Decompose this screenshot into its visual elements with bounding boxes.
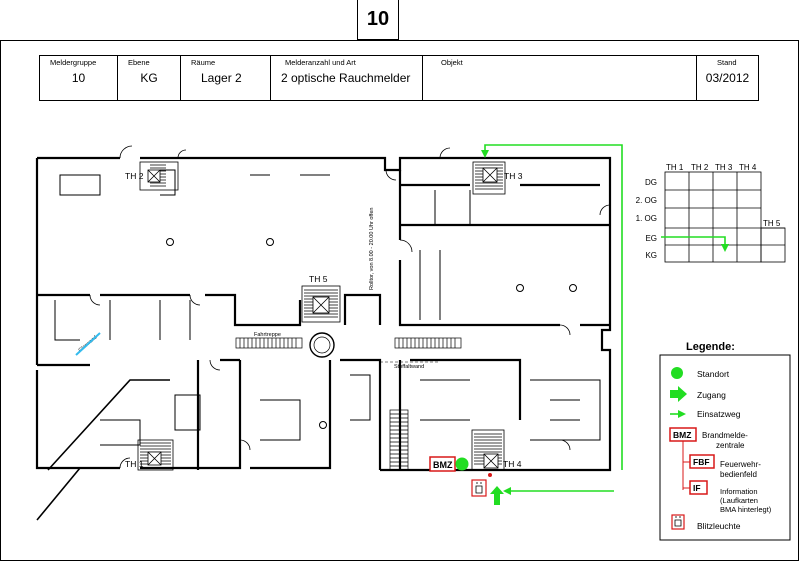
legend-bmz-text-1: Brandmelde- xyxy=(702,431,748,440)
legend: Legende: Standort Zugang Einsatzweg BMZ … xyxy=(659,341,791,541)
header-cell-stand: Stand 03/2012 xyxy=(697,56,758,100)
legend-if-text-2: (Laufkarten xyxy=(720,496,758,505)
legend-fbf-text-1: Feuerwehr- xyxy=(720,460,761,469)
legend-blitz-box xyxy=(671,514,685,530)
row-2og: 2. OG xyxy=(636,196,657,205)
header-cell-raeume: Räume Lager 2 xyxy=(181,56,271,100)
fbf-dot xyxy=(488,473,492,477)
label-fahrtreppe: Fahrtreppe xyxy=(254,332,281,338)
label-th3: TH 3 xyxy=(504,171,523,181)
raeume-value: Lager 2 xyxy=(201,71,242,85)
legend-fbf-badge-box xyxy=(689,454,715,469)
label-th5: TH 5 xyxy=(309,274,328,284)
floor-table-route xyxy=(661,236,729,252)
header-cell-melderanzahl: Melderanzahl und Art 2 optische Rauchmel… xyxy=(271,56,423,100)
col-th2: TH 2 xyxy=(691,163,709,172)
legend-if-text-1: Information xyxy=(720,487,758,496)
label-stoffaltwand: Stoffaltwand xyxy=(394,364,424,370)
standort-marker xyxy=(455,457,469,471)
legend-blitzleuchte: Blitzleuchte xyxy=(697,521,741,531)
header-cell-objekt: Objekt xyxy=(423,56,697,100)
meldergruppe-label: Meldergruppe xyxy=(50,58,97,67)
stair-th4 xyxy=(471,429,505,471)
col-th1: TH 1 xyxy=(666,163,684,172)
stand-value: 03/2012 xyxy=(705,71,750,85)
building-walls xyxy=(35,156,612,521)
meldergruppe-value: 10 xyxy=(71,71,86,85)
legend-standort: Standort xyxy=(697,369,730,379)
ebene-label: Ebene xyxy=(128,58,150,67)
legend-standort-icon xyxy=(671,367,683,379)
header-cell-ebene: Ebene KG xyxy=(118,56,181,100)
header-cell-meldergruppe: Meldergruppe 10 xyxy=(40,56,118,100)
einsatzweg-route xyxy=(481,144,623,495)
info-header: Meldergruppe 10 Ebene KG Räume Lager 2 M… xyxy=(39,55,759,101)
floor-table: TH 1 TH 2 TH 3 TH 4 TH 5 DG 2. OG 1. OG … xyxy=(636,163,786,263)
bmz-marker xyxy=(429,456,456,472)
legend-bmz-text-2: zentrale xyxy=(716,441,745,450)
label-th4: TH 4 xyxy=(503,459,522,469)
label-rolltor: Rolltor, von 8.00 - 20.00 Uhr offen xyxy=(369,208,375,290)
sheet-frame xyxy=(0,40,799,561)
legend-fbf-text-2: bedienfeld xyxy=(720,470,757,479)
legend-if-text-3: BMA hinterlegt) xyxy=(720,505,772,514)
legend-title: Legende: xyxy=(686,341,735,353)
door-arcs xyxy=(89,145,611,469)
stair-th1 xyxy=(137,439,174,471)
objekt-label: Objekt xyxy=(441,58,463,67)
stair-th5 xyxy=(301,285,341,323)
blitzleuchte-box xyxy=(471,479,487,497)
page-number: 10 xyxy=(357,0,399,40)
melderanzahl-label: Melderanzahl und Art xyxy=(285,58,356,67)
col-th3: TH 3 xyxy=(715,163,733,172)
col-th4: TH 4 xyxy=(739,163,757,172)
blitzleuchte-icon xyxy=(475,482,483,494)
columns xyxy=(166,238,577,429)
legend-einsatzweg: Einsatzweg xyxy=(697,409,741,419)
detail-walls xyxy=(54,169,601,446)
col-th5: TH 5 xyxy=(763,219,781,228)
stair-th2 xyxy=(139,161,179,191)
bmz-marker-label: BMZ xyxy=(433,460,453,470)
raeume-label: Räume xyxy=(191,58,216,67)
stand-label: Stand xyxy=(717,58,737,67)
label-th2: TH 2 xyxy=(125,171,144,181)
melderanzahl-value: 2 optische Rauchmelder xyxy=(281,71,411,85)
row-dg: DG xyxy=(645,178,657,187)
label-th1: TH 1 xyxy=(125,459,144,469)
zugang-arrow xyxy=(490,486,504,505)
row-1og: 1. OG xyxy=(636,214,657,223)
glaswand-line xyxy=(75,332,101,356)
row-kg: KG xyxy=(645,251,657,260)
row-eg: EG xyxy=(645,234,657,243)
legend-blitz-icon xyxy=(674,516,682,527)
legend-box xyxy=(659,354,791,541)
legend-zugang-icon xyxy=(670,386,687,402)
ebene-value: KG xyxy=(140,71,158,85)
legend-if-badge: IF xyxy=(693,483,701,493)
legend-fbf-badge: FBF xyxy=(693,457,710,467)
legend-bmz-badge: BMZ xyxy=(673,430,691,440)
legend-if-badge-box xyxy=(689,480,708,495)
legend-zugang: Zugang xyxy=(697,390,726,400)
stair-th3 xyxy=(472,161,506,195)
escalator xyxy=(235,332,462,471)
